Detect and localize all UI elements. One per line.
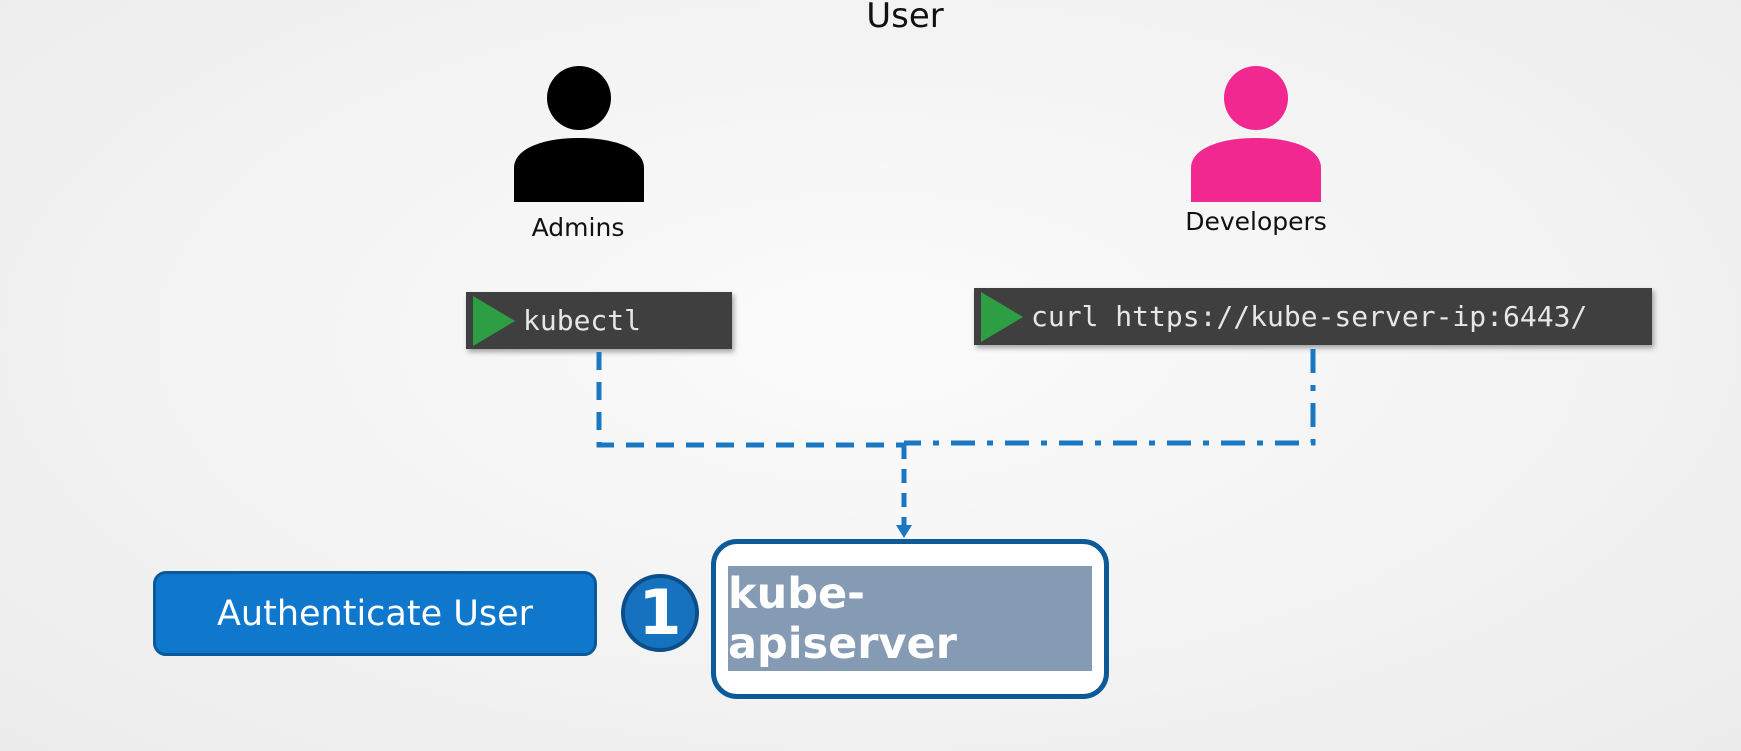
curl-command: curl https://kube-server-ip:6443/	[1031, 300, 1588, 333]
developer-person-icon	[1191, 66, 1321, 202]
admins-label: Admins	[531, 213, 625, 242]
curl-terminal: curl https://kube-server-ip:6443/	[974, 288, 1652, 345]
admin-person-icon	[514, 66, 644, 202]
kubectl-connector	[596, 352, 904, 448]
kubectl-terminal: kubectl	[466, 292, 732, 349]
developers-label: Developers	[1185, 207, 1327, 236]
diagram-title: User	[866, 0, 944, 36]
play-icon	[981, 291, 1023, 342]
step-number-badge: 1	[621, 574, 699, 652]
kube-apiserver-box: kube-apiserver	[728, 566, 1092, 671]
curl-connector	[904, 349, 1316, 446]
authenticate-user-button[interactable]: Authenticate User	[153, 571, 597, 656]
play-icon	[473, 295, 515, 346]
kubectl-command: kubectl	[523, 304, 642, 337]
arrow-head	[896, 525, 912, 538]
